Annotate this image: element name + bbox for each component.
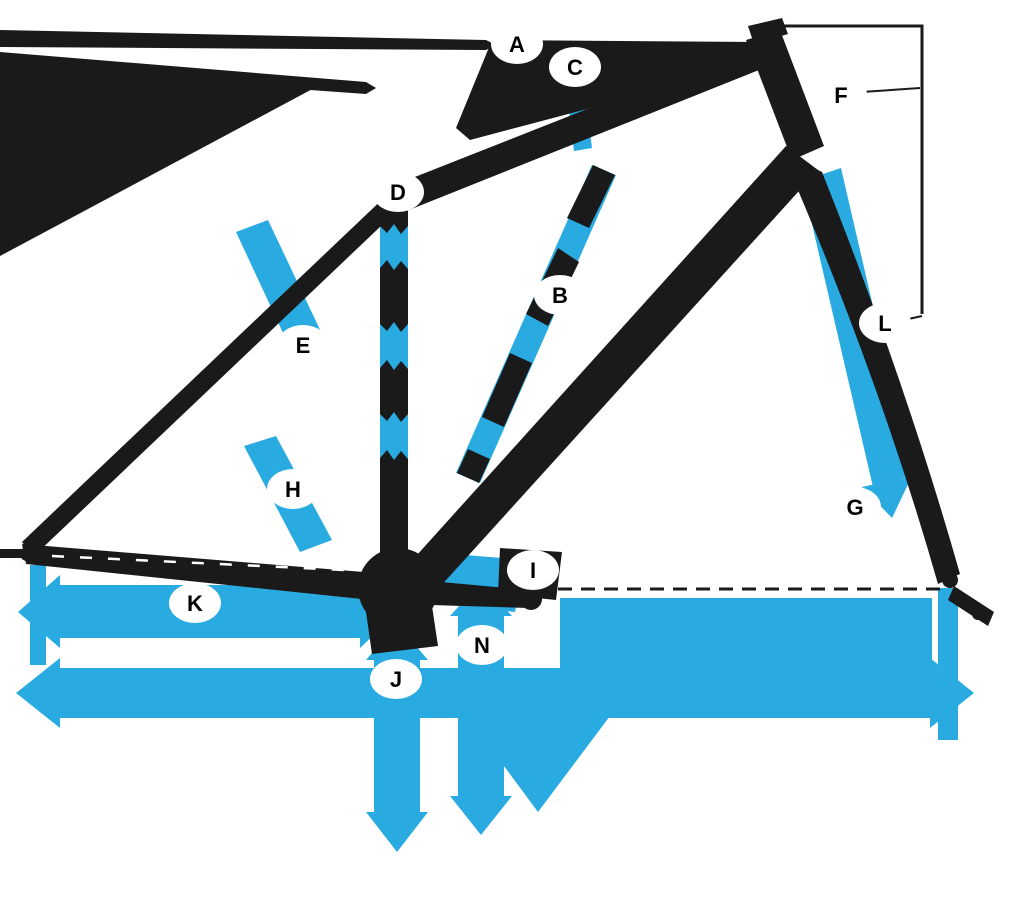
rear-dropout [20,547,34,561]
extension-line-f [861,87,921,93]
bb-lower-mass [366,606,438,654]
front-axle-extension [938,588,958,740]
label-bubble [491,24,543,64]
label-L: L [859,303,911,343]
seat-tube-segment [380,260,408,332]
seat-stay [22,192,402,556]
label-bubble [267,469,319,509]
label-E: E [277,325,329,365]
crank-arm [398,578,528,608]
label-bubble [815,75,867,115]
label-bubble [859,303,911,343]
front-upper-mass [456,40,764,140]
dimension-leader-a [0,30,496,50]
label-text: E [296,333,311,358]
label-text: A [509,32,525,57]
label-F: F [815,75,867,115]
steering-axis-arrowhead [862,476,912,518]
dimension-leader-b [0,52,376,94]
front-axle-nut [972,608,984,620]
rear-axle [0,549,26,558]
label-bubble [277,325,329,365]
front-dropout [942,572,958,588]
label-text: L [878,311,891,336]
head-tube [746,30,824,160]
label-bubble [372,172,424,212]
label-D: D [372,172,424,212]
label-I: I [507,550,559,590]
label-text: I [530,558,536,583]
label-text: F [834,83,847,108]
dimension-e-band [236,220,322,348]
label-bubble [549,47,601,87]
labels-layer: A B C D E F G H I J K L N [169,24,911,699]
label-text: J [390,667,402,692]
label-K: K [169,583,221,623]
label-bubble [370,659,422,699]
seat-tube-segment [380,360,408,422]
label-bubble [456,625,508,665]
down-tube [398,146,818,600]
left-arrow-mass [0,64,318,256]
label-bubble [829,487,881,527]
label-A: A [491,24,543,64]
label-C: C [549,47,601,87]
chainstay-dashed-line [51,554,345,572]
label-J: J [370,659,422,699]
label-text: H [285,477,301,502]
label-G: G [829,487,881,527]
seat-axis-segment [482,353,532,427]
label-text: B [552,283,568,308]
label-text: K [187,591,203,616]
seat-axis-segment [457,449,490,483]
fork [786,156,960,584]
label-bubble [169,583,221,623]
label-text: D [390,180,406,205]
dimension-j-arrow [366,624,428,852]
label-N: N [456,625,508,665]
label-text: N [474,633,490,658]
extension-line-top-right [766,24,924,314]
rear-axle-extension [30,565,46,665]
label-bubble [507,550,559,590]
seat-axis-segment [567,165,615,228]
bottom-center-wedge [455,700,622,812]
label-bubble [534,275,586,315]
label-H: H [267,469,319,509]
label-text: G [846,495,863,520]
label-text: C [567,55,583,80]
label-B: B [534,275,586,315]
